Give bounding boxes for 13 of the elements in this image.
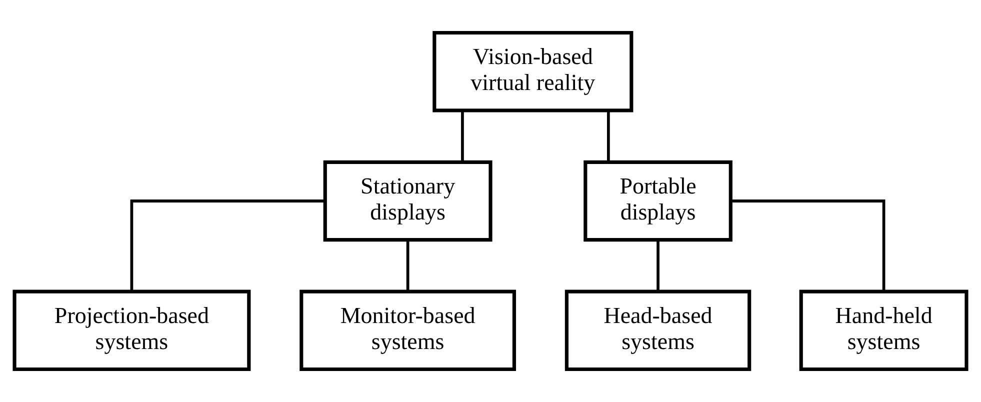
connector (606, 110, 610, 162)
connector (656, 240, 660, 292)
node-box: Stationary displays (323, 160, 492, 242)
node-box: Monitor-based systems (300, 290, 516, 372)
connector (461, 110, 464, 162)
node-box: Vision-based virtual reality (432, 30, 634, 112)
connector (406, 240, 410, 292)
connector (730, 200, 886, 292)
node-box: Hand-held systems (799, 290, 968, 372)
connector (130, 200, 325, 292)
node-box: Head-based systems (564, 290, 752, 372)
node-box: Projection-based systems (12, 290, 251, 372)
node-box: Portable displays (584, 160, 732, 242)
